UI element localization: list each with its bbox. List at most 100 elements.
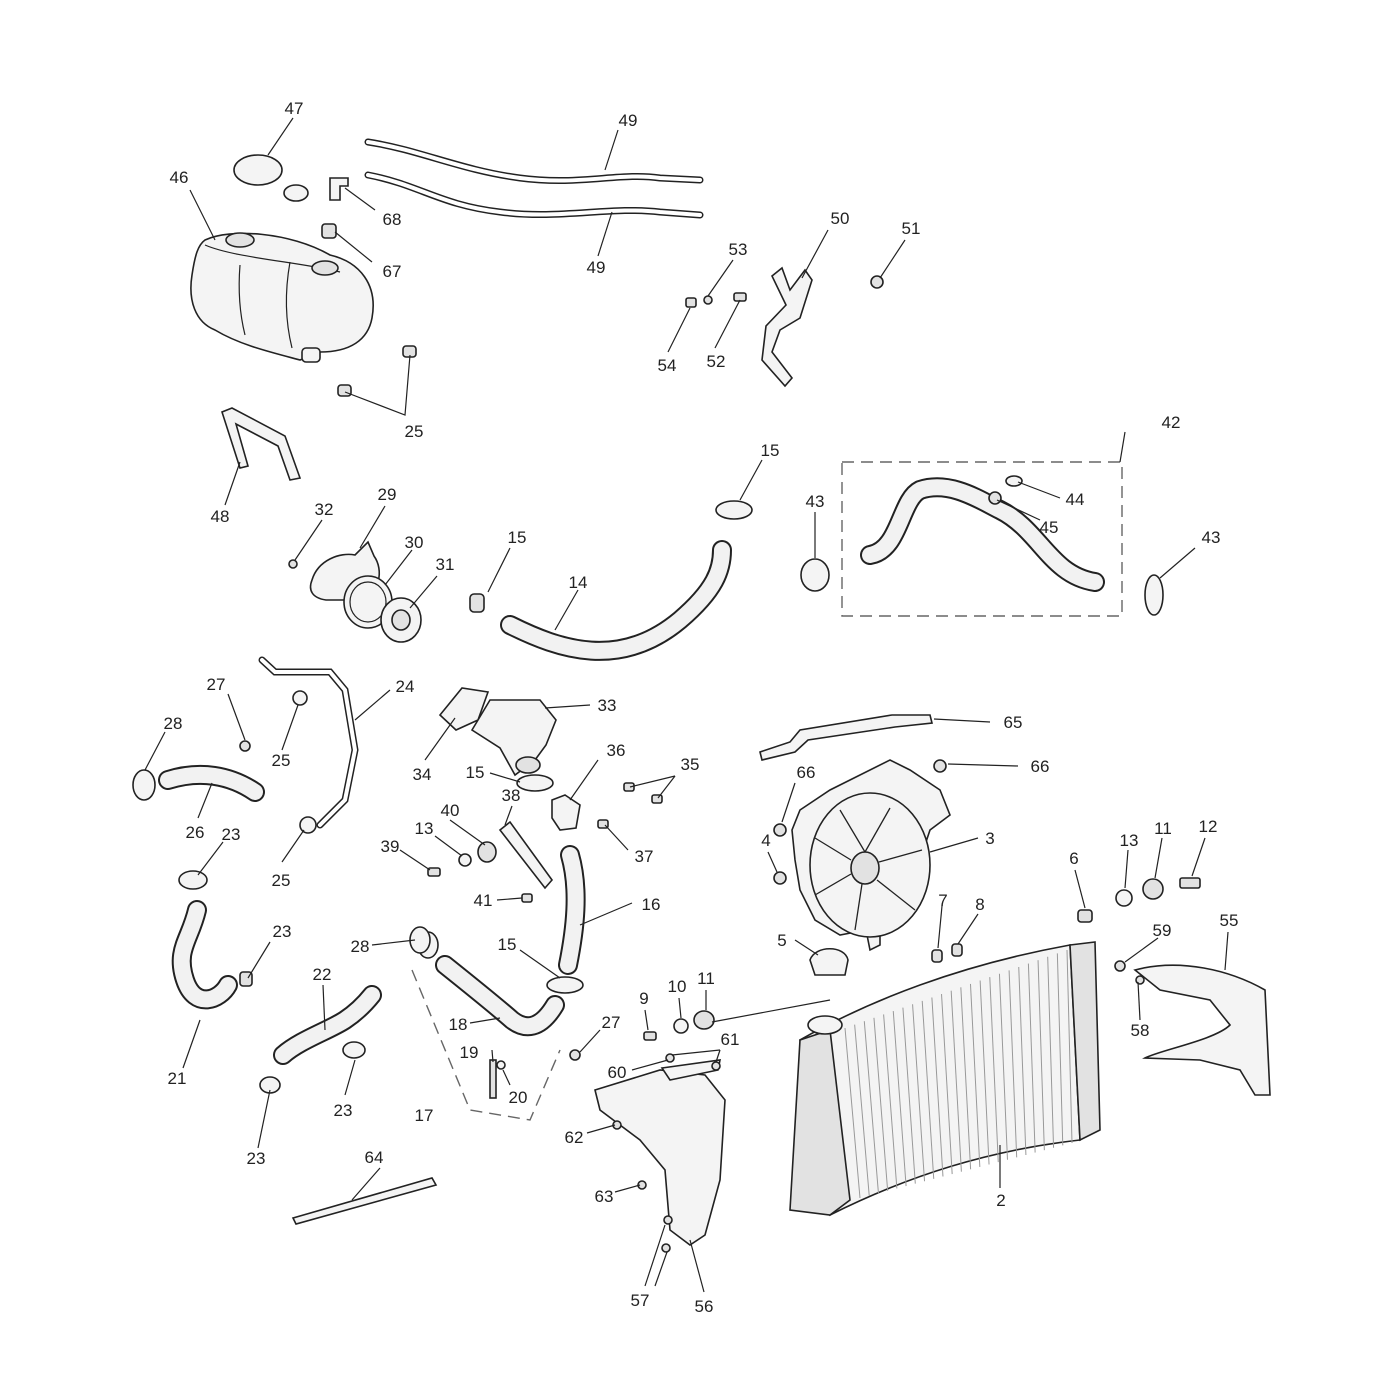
grommet	[477, 841, 497, 863]
callout-23: 23	[222, 825, 241, 844]
hose-clip	[800, 558, 830, 592]
callout-42: 42	[1162, 413, 1181, 432]
callout-29: 29	[378, 485, 397, 504]
callout-22: 22	[313, 965, 332, 984]
callout-65: 65	[1004, 713, 1023, 732]
hose-clip	[516, 774, 554, 792]
callout-18: 18	[449, 1015, 468, 1034]
leader-lines	[144, 117, 1229, 1293]
callout-58: 58	[1131, 1021, 1150, 1040]
callout-25: 25	[272, 871, 291, 890]
callout-60: 60	[608, 1063, 627, 1082]
callout-53: 53	[729, 240, 748, 259]
fan-strap	[759, 714, 933, 761]
washer	[673, 1018, 689, 1034]
callout-labels: 2 3 4 5 6 7 8 9 10 11 11 12 13 13 14 15 …	[164, 99, 1239, 1316]
callout-28: 28	[351, 937, 370, 956]
radiator-hose-lower	[558, 845, 586, 975]
radiator-fin	[941, 994, 953, 1175]
radiator-fin	[1018, 966, 1027, 1155]
callout-23: 23	[273, 922, 292, 941]
callout-37: 37	[635, 847, 654, 866]
callout-4: 4	[761, 831, 770, 850]
radiator-fin	[989, 977, 999, 1163]
callout-35: 35	[681, 755, 700, 774]
radiator-fin	[844, 1027, 861, 1199]
callout-59: 59	[1153, 921, 1172, 940]
bolt	[643, 1031, 657, 1041]
callout-32: 32	[315, 500, 334, 519]
callout-30: 30	[405, 533, 424, 552]
callout-49: 49	[619, 111, 638, 130]
outlet-pipe	[132, 740, 265, 802]
callout-55: 55	[1220, 911, 1239, 930]
callout-8: 8	[975, 895, 984, 914]
radiator-fin	[1047, 956, 1055, 1148]
callout-44: 44	[1066, 490, 1085, 509]
callout-13: 13	[415, 819, 434, 838]
callout-24: 24	[396, 677, 415, 696]
hose-clip	[259, 1076, 281, 1094]
radiator-fin	[902, 1007, 916, 1184]
hose-clip	[337, 384, 352, 397]
callout-15: 15	[761, 441, 780, 460]
callout-40: 40	[441, 801, 460, 820]
callout-12: 12	[1199, 817, 1218, 836]
hose-clip	[1144, 574, 1164, 616]
radiator-fin	[1008, 970, 1018, 1158]
radiator-hose-upper	[500, 540, 732, 661]
cable-tie	[291, 1177, 438, 1225]
callout-21: 21	[168, 1069, 187, 1088]
callout-34: 34	[413, 765, 432, 784]
radiator-fin	[883, 1014, 898, 1189]
radiator-fin	[998, 973, 1008, 1160]
callout-25: 25	[272, 751, 291, 770]
callout-51: 51	[902, 219, 921, 238]
washer	[1115, 889, 1133, 907]
pipe-assembly-boundary	[411, 969, 561, 1121]
bracket-36	[551, 794, 581, 831]
bracket-38	[498, 820, 554, 890]
radiator-fin	[854, 1024, 870, 1196]
hose-clip	[546, 976, 584, 994]
callout-11: 11	[1154, 819, 1172, 838]
assembly-boundary	[841, 461, 1123, 617]
hose-clip	[299, 816, 317, 834]
callout-64: 64	[365, 1148, 384, 1167]
callout-15: 15	[466, 763, 485, 782]
tank-bracket	[221, 407, 302, 481]
water-pump-cover	[438, 687, 557, 777]
tank-cap	[233, 154, 309, 202]
callout-50: 50	[831, 209, 850, 228]
mounting-bracket	[685, 266, 884, 388]
washer	[458, 853, 472, 867]
callout-14: 14	[569, 573, 588, 592]
radiator-fin	[921, 1000, 935, 1179]
screw	[1114, 960, 1126, 972]
hose-clip	[715, 500, 753, 520]
callout-16: 16	[642, 895, 661, 914]
callout-38: 38	[502, 786, 521, 805]
hose-clip	[469, 593, 485, 613]
bolt	[1179, 877, 1201, 889]
radiator-fin	[1056, 953, 1064, 1146]
callout-6: 6	[1069, 849, 1078, 868]
callout-17: 17	[415, 1106, 434, 1125]
hose-clip	[342, 1041, 366, 1059]
callout-13: 13	[1120, 831, 1139, 850]
radiator-fin	[863, 1021, 879, 1194]
callout-5: 5	[777, 931, 786, 950]
callout-54: 54	[658, 356, 677, 375]
callout-28: 28	[164, 714, 183, 733]
radiator-fin	[1066, 949, 1073, 1144]
radiator-fin	[979, 980, 990, 1165]
coolant-pipe	[409, 926, 581, 1099]
callout-43: 43	[1202, 528, 1221, 547]
grommet	[693, 1010, 715, 1030]
callout-27: 27	[602, 1013, 621, 1032]
bolt	[623, 782, 635, 792]
callout-57: 57	[631, 1291, 650, 1310]
callout-39: 39	[381, 837, 400, 856]
bypass-hose	[258, 656, 359, 829]
callout-7: 7	[938, 891, 947, 910]
